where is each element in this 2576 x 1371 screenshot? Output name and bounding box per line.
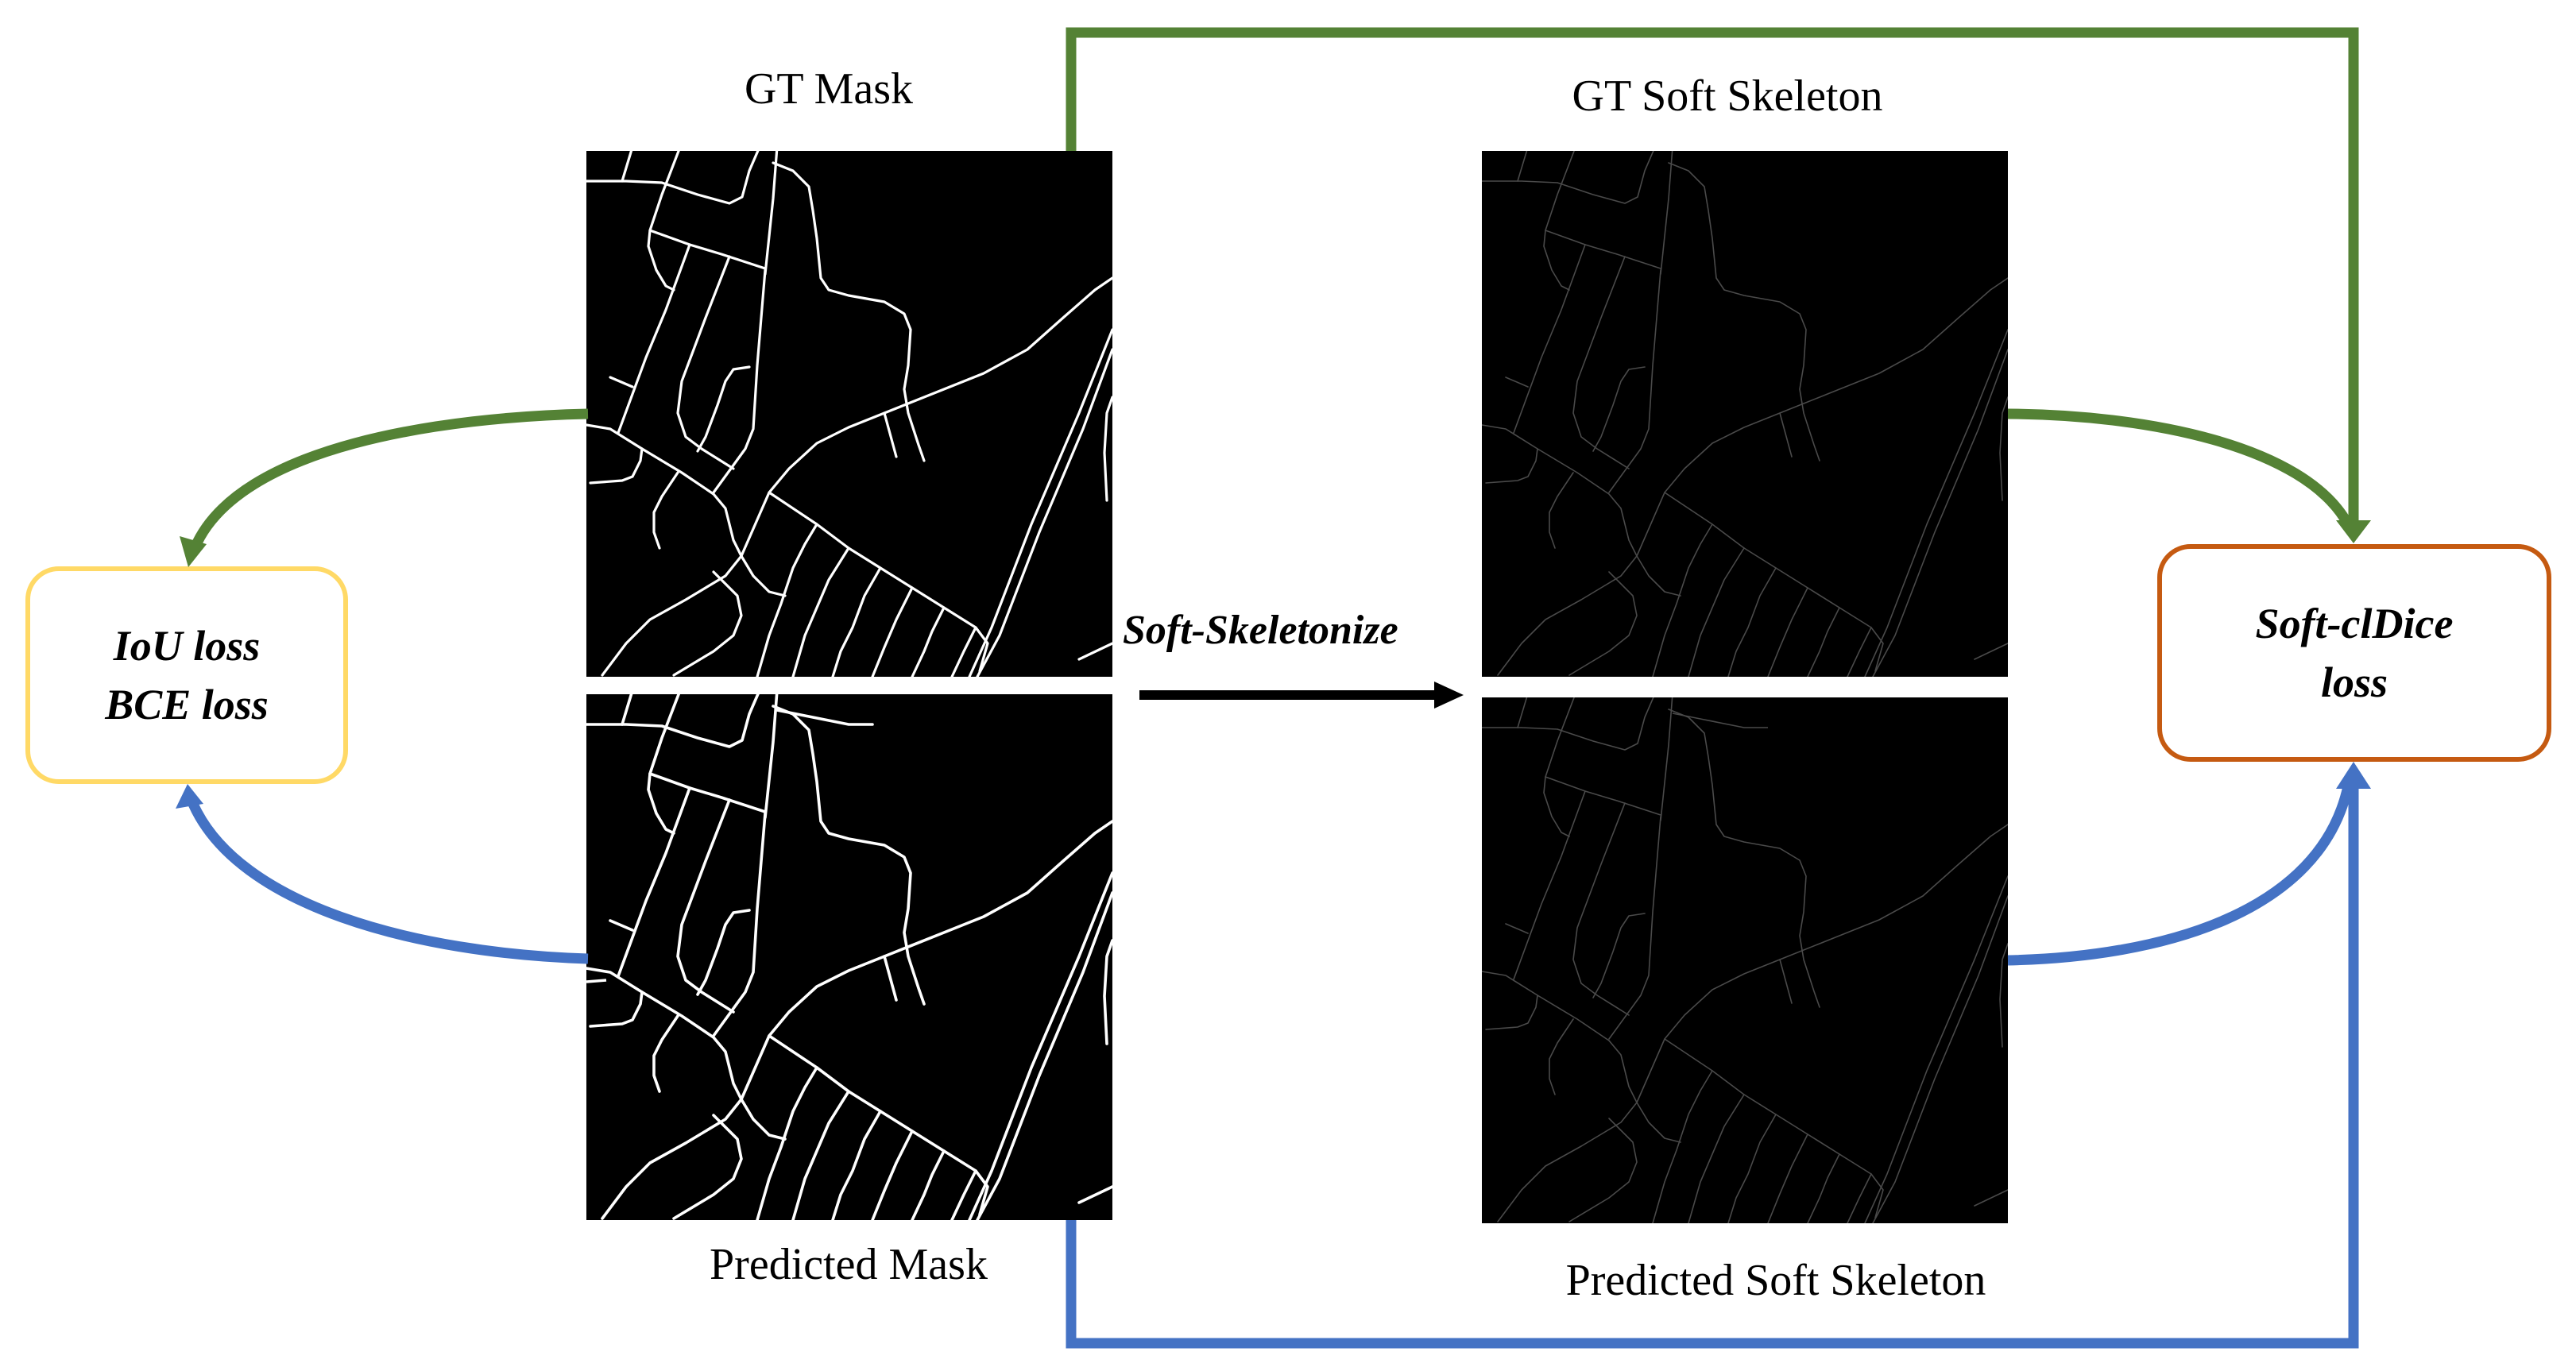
iou-bce-loss-box: IoU loss BCE loss [25, 566, 348, 784]
soft-skeletonize-arrow [1139, 682, 1464, 709]
bce-loss-text: BCE loss [105, 681, 269, 728]
predicted-mask-label: Predicted Mask [710, 1240, 988, 1289]
soft-cldice-loss-box: Soft-clDice loss [2157, 544, 2551, 762]
gt-soft-skeleton-label: GT Soft Skeleton [1572, 71, 1883, 121]
gt-mask-to-iou-arrow [180, 408, 589, 567]
loss-text: loss [2320, 658, 2388, 706]
gt-mask-label: GT Mask [744, 64, 914, 114]
gt-soft-skeleton-image [1482, 151, 2008, 677]
predicted-soft-skeleton-label: Predicted Soft Skeleton [1565, 1256, 1986, 1305]
soft-cldice-text: Soft-clDice [2255, 600, 2454, 647]
pred-mask-to-iou-arrow [176, 784, 589, 964]
gt-mask-image [586, 151, 1112, 677]
pred-skeleton-to-cldice-arrow [2007, 785, 2354, 966]
soft-skeletonize-label: Soft-Skeletonize [1123, 608, 1398, 653]
predicted-mask-image [586, 694, 1112, 1220]
iou-loss-text: IoU loss [113, 622, 261, 670]
predicted-soft-skeleton-image [1482, 697, 2008, 1223]
gt-skeleton-to-cldice-arrow [2007, 408, 2353, 527]
